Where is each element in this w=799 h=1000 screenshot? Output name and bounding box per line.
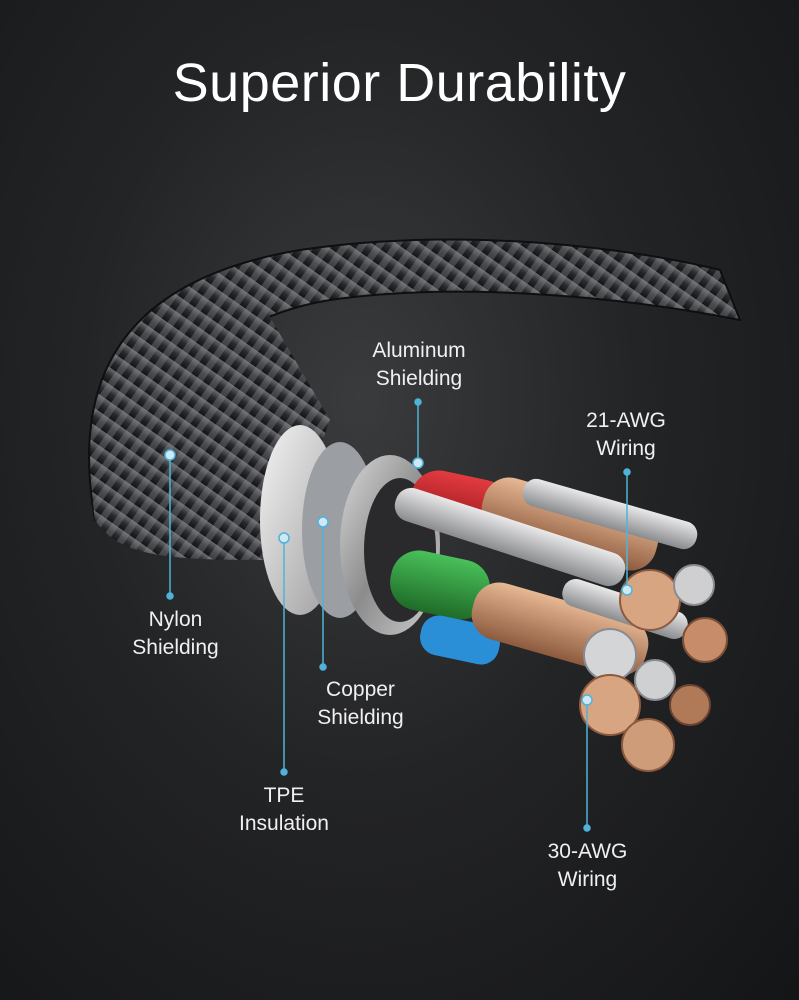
page-title: Superior Durability (172, 53, 627, 113)
awg30-wiring-label: 30-AWG Wiring (547, 840, 628, 891)
tpe-insulation-label: TPE Insulation (239, 784, 329, 835)
awg21-wiring-label: 21-AWG Wiring (586, 409, 666, 460)
aluminum-shielding-label: Aluminum Shielding (372, 339, 466, 390)
copper-shielding-label: Copper Shielding (317, 678, 404, 729)
nylon-shielding-label: Nylon Shielding (132, 608, 219, 659)
wires (390, 470, 728, 772)
